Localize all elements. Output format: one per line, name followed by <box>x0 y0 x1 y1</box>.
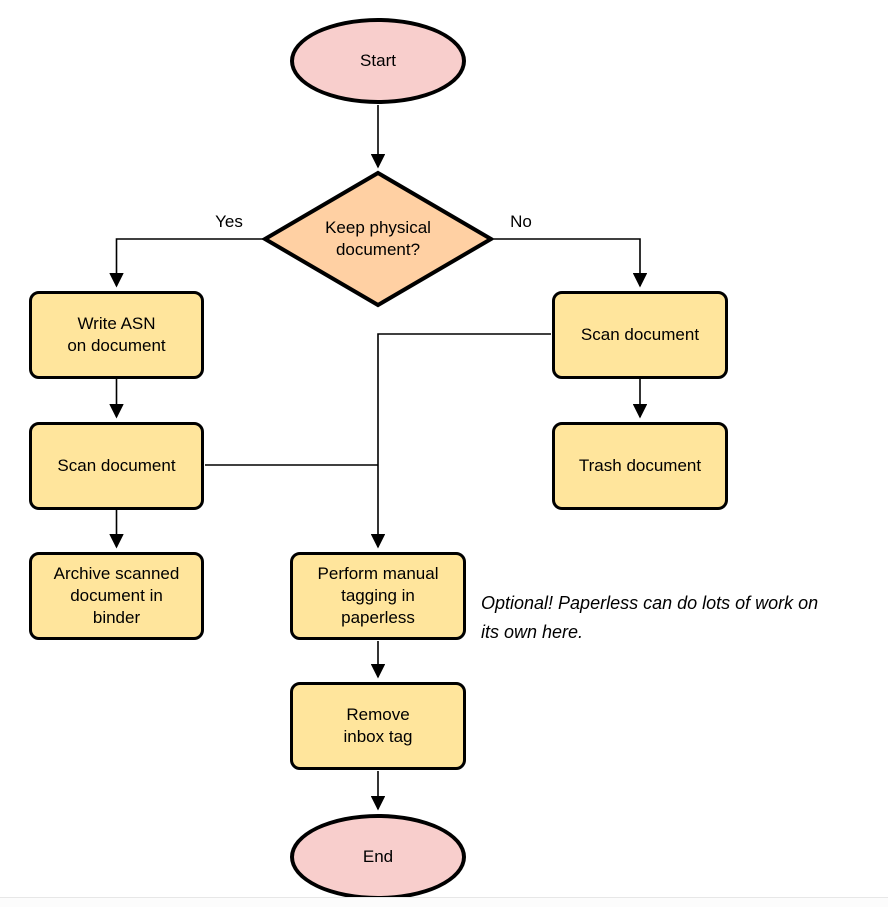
edge-decision-no-to-scan-document <box>494 238 648 288</box>
node-scan-document-right: Scan document <box>552 291 728 379</box>
annotation-text: Optional! Paperless can do lots of work … <box>481 593 819 642</box>
node-trash-document: Trash document <box>552 422 728 510</box>
node-remove-inbox-tag: Remove inbox tag <box>290 682 466 770</box>
edge-label-yes: Yes <box>212 212 246 232</box>
edge-scan-right-to-tagging <box>370 333 551 549</box>
decision-diamond-shape <box>261 170 495 308</box>
edge-decision-yes-to-write-asn <box>109 238 263 288</box>
node-end: End <box>290 814 466 900</box>
edge-label-no: No <box>507 212 535 232</box>
node-archive-scanned: Archive scanned document in binder <box>29 552 204 640</box>
node-decision-label: Keep physical document? <box>325 218 431 259</box>
node-write-asn: Write ASN on document <box>29 291 204 379</box>
node-manual-tagging: Perform manual tagging in paperless <box>290 552 466 640</box>
page-bottom-divider <box>0 897 888 907</box>
node-start: Start <box>290 18 466 104</box>
node-scan-document-left: Scan document <box>29 422 204 510</box>
